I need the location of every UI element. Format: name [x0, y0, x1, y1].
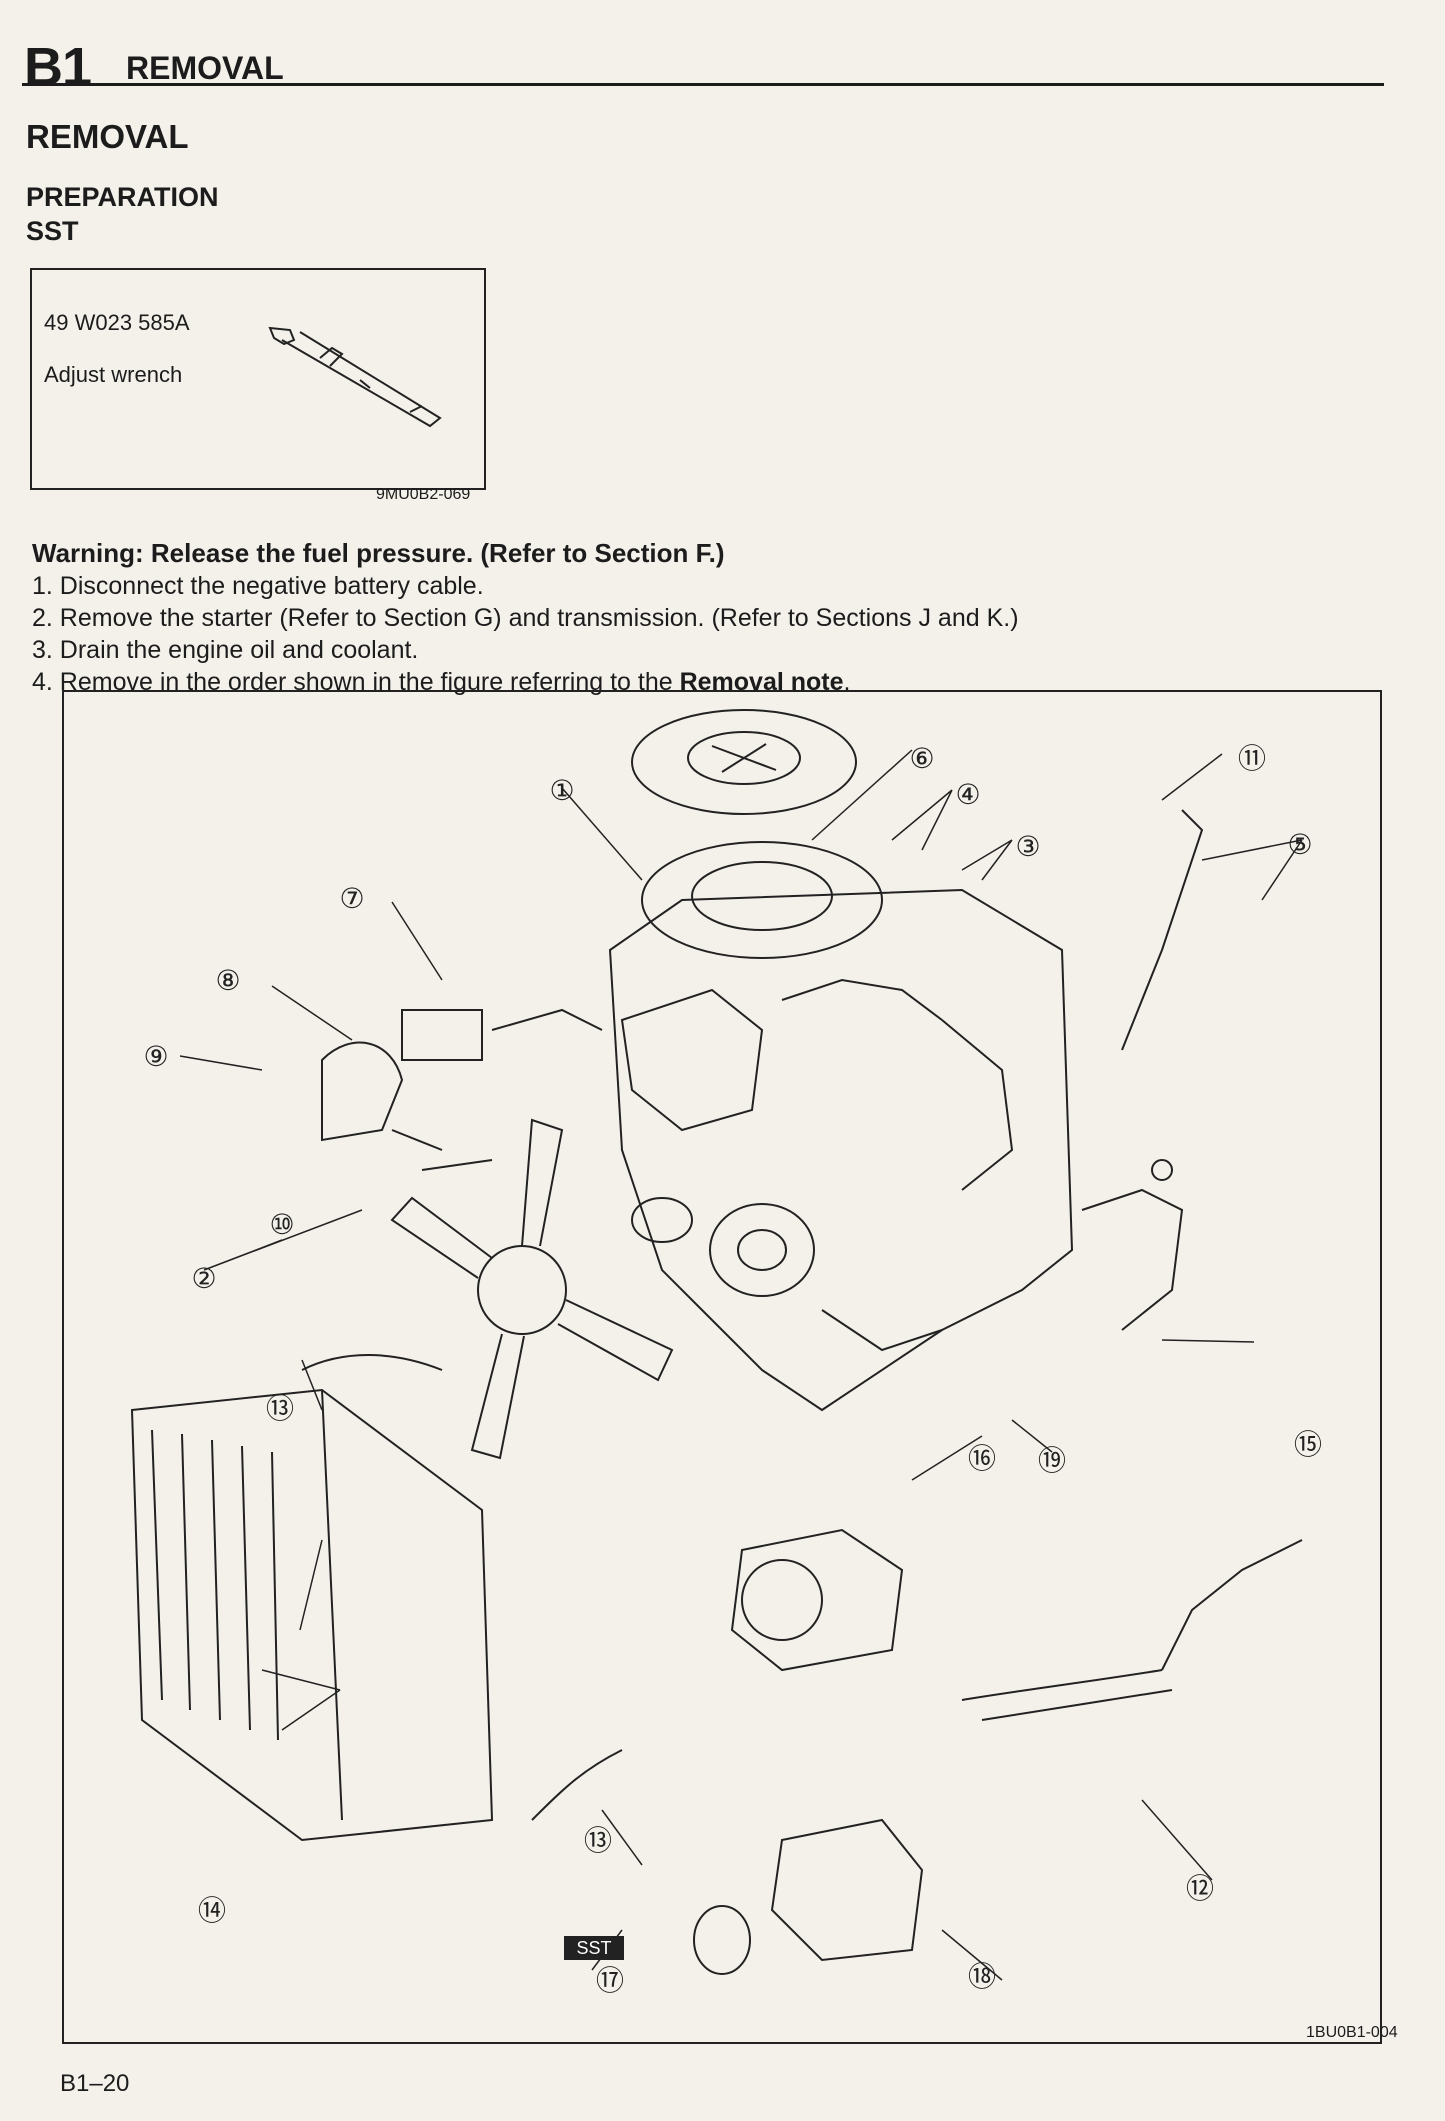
section-title: REMOVAL — [126, 50, 284, 86]
page-title: REMOVAL — [26, 118, 189, 155]
step-4-period: . — [843, 668, 851, 696]
sst-label: SST — [26, 216, 79, 246]
callout-6: ⑥ — [909, 742, 934, 775]
callout-14: ⑭ — [198, 1894, 226, 1927]
sst-description: Adjust wrench — [44, 362, 183, 387]
callout-12: ⑫ — [1186, 1872, 1214, 1905]
sst-part-number: 49 W023 585A — [44, 310, 190, 335]
callout-18: ⑱ — [968, 1960, 996, 1993]
preparation-label: PREPARATION — [26, 182, 219, 212]
callout-10: ⑩ — [269, 1208, 294, 1241]
sst-table — [30, 268, 486, 490]
air-cleaner-cover — [631, 709, 857, 815]
sst-tag: SST — [576, 1938, 611, 1958]
callout-13-upper: ⑬ — [266, 1392, 294, 1425]
callout-19: ⑲ — [1038, 1444, 1066, 1477]
step-1: 1. Disconnect the negative battery cable… — [32, 572, 484, 600]
callout-9: ⑨ — [143, 1040, 168, 1073]
radiator — [130, 1388, 494, 1842]
callout-17: ⑰ — [596, 1964, 624, 1997]
figure-image-code: 1BU0B1-004 — [1306, 2024, 1398, 2041]
header-rule — [22, 83, 1384, 86]
ac-compressor — [730, 1528, 904, 1672]
exploded-view-frame — [62, 690, 1382, 2044]
step-3: 3. Drain the engine oil and coolant. — [32, 636, 419, 664]
callout-7: ⑦ — [339, 882, 364, 915]
callout-16: ⑯ — [968, 1442, 996, 1475]
callout-13-lower: ⑬ — [584, 1824, 612, 1857]
sst-image-code: 9MU0B2-069 — [376, 486, 471, 503]
callout-15: ⑮ — [1294, 1428, 1322, 1461]
step-2: 2. Remove the starter (Refer to Section … — [32, 604, 1019, 632]
adjust-wrench-icon — [268, 326, 442, 428]
warning-text: Warning: Release the fuel pressure. (Ref… — [32, 538, 725, 568]
page-number: B1–20 — [60, 2070, 130, 2097]
callout-8: ⑧ — [215, 964, 240, 997]
engine-block — [608, 888, 1074, 1412]
engine-exploded-view: ① ② ③ ④ ⑤ ⑥ ⑦ ⑧ ⑨ ⑩ ⑪ ⑫ ⑬ ⑬ ⑭ ⑮ ⑯ ⑰ ⑱ ⑲ … — [130, 709, 1322, 1997]
callout-4: ④ — [955, 778, 980, 811]
callout-1: ① — [549, 774, 574, 807]
section-number: B1 — [24, 37, 92, 97]
callout-3: ③ — [1015, 830, 1040, 863]
sst-tag-box — [564, 1936, 624, 1960]
callout-5: ⑤ — [1287, 828, 1312, 861]
preparation-heading: PREPARATION SST — [26, 180, 219, 248]
cooling-fan — [477, 1245, 567, 1335]
power-steering-pump — [770, 1818, 924, 1962]
callout-11: ⑪ — [1238, 742, 1266, 775]
callout-2: ② — [191, 1262, 216, 1295]
